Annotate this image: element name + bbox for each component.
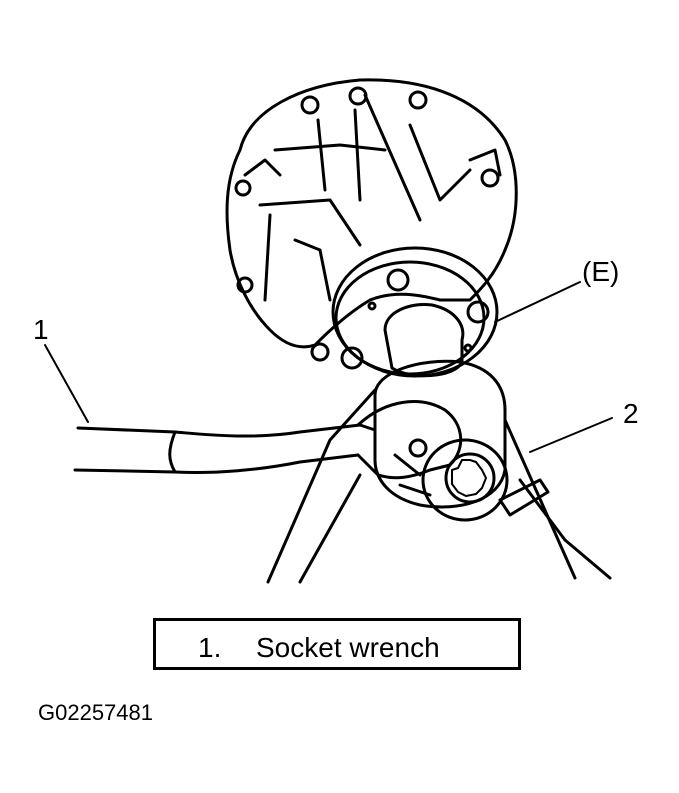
- caption-number: 1.: [198, 632, 222, 663]
- housing-rib: [273, 143, 387, 152]
- caption-text: Socket wrench: [256, 632, 440, 663]
- callout-e: (E): [582, 256, 620, 287]
- housing-rib: [363, 93, 422, 222]
- wrench-ratchet-pivot: [408, 438, 428, 458]
- housing-bolt: [234, 179, 252, 197]
- holder-arm: [266, 388, 377, 584]
- housing-rib: [353, 108, 362, 202]
- housing-rib: [316, 118, 327, 192]
- socket-wrench-handle: [73, 453, 360, 475]
- caption-box: 1. Socket wrench: [153, 618, 521, 670]
- flange-bolt: [386, 268, 410, 292]
- leader-line-e: [494, 281, 581, 323]
- housing-bolt: [348, 86, 368, 106]
- housing-rib: [468, 148, 502, 177]
- leader-line-2: [529, 417, 613, 453]
- differential-housing: [225, 78, 518, 349]
- flange-hole: [463, 343, 473, 353]
- flange-hole: [367, 301, 377, 311]
- socket-wrench-handle: [76, 423, 377, 438]
- socket-body: [373, 359, 507, 509]
- socket-spline: [444, 452, 496, 504]
- housing-rib: [293, 238, 332, 302]
- holder-arm: [498, 478, 550, 517]
- housing-bolt: [408, 90, 428, 110]
- socket-spline-teeth: [451, 459, 487, 497]
- flange-hub: [383, 302, 465, 378]
- figure-id: G02257481: [38, 700, 153, 725]
- socket-wrench-head: [356, 400, 463, 480]
- wrench-detail: [393, 453, 432, 497]
- flange-bolt: [466, 300, 490, 324]
- housing-bolt: [300, 95, 320, 115]
- holder-arm: [298, 473, 362, 584]
- callout-1: 1: [33, 314, 49, 345]
- holder-arm: [518, 478, 612, 580]
- housing-bolt: [310, 342, 330, 362]
- socket-wrench-grip: [168, 430, 177, 474]
- housing-rib: [263, 213, 272, 302]
- flange-bolt: [340, 346, 364, 370]
- callout-2: 2: [623, 398, 639, 429]
- housing-rib: [243, 158, 282, 177]
- housing-bolt: [480, 168, 500, 188]
- housing-rib: [408, 123, 472, 202]
- housing-bolt: [236, 276, 254, 294]
- leader-line-1: [44, 344, 89, 423]
- socket-face: [421, 438, 509, 522]
- holder-arm: [503, 418, 577, 580]
- housing-rib: [258, 198, 362, 247]
